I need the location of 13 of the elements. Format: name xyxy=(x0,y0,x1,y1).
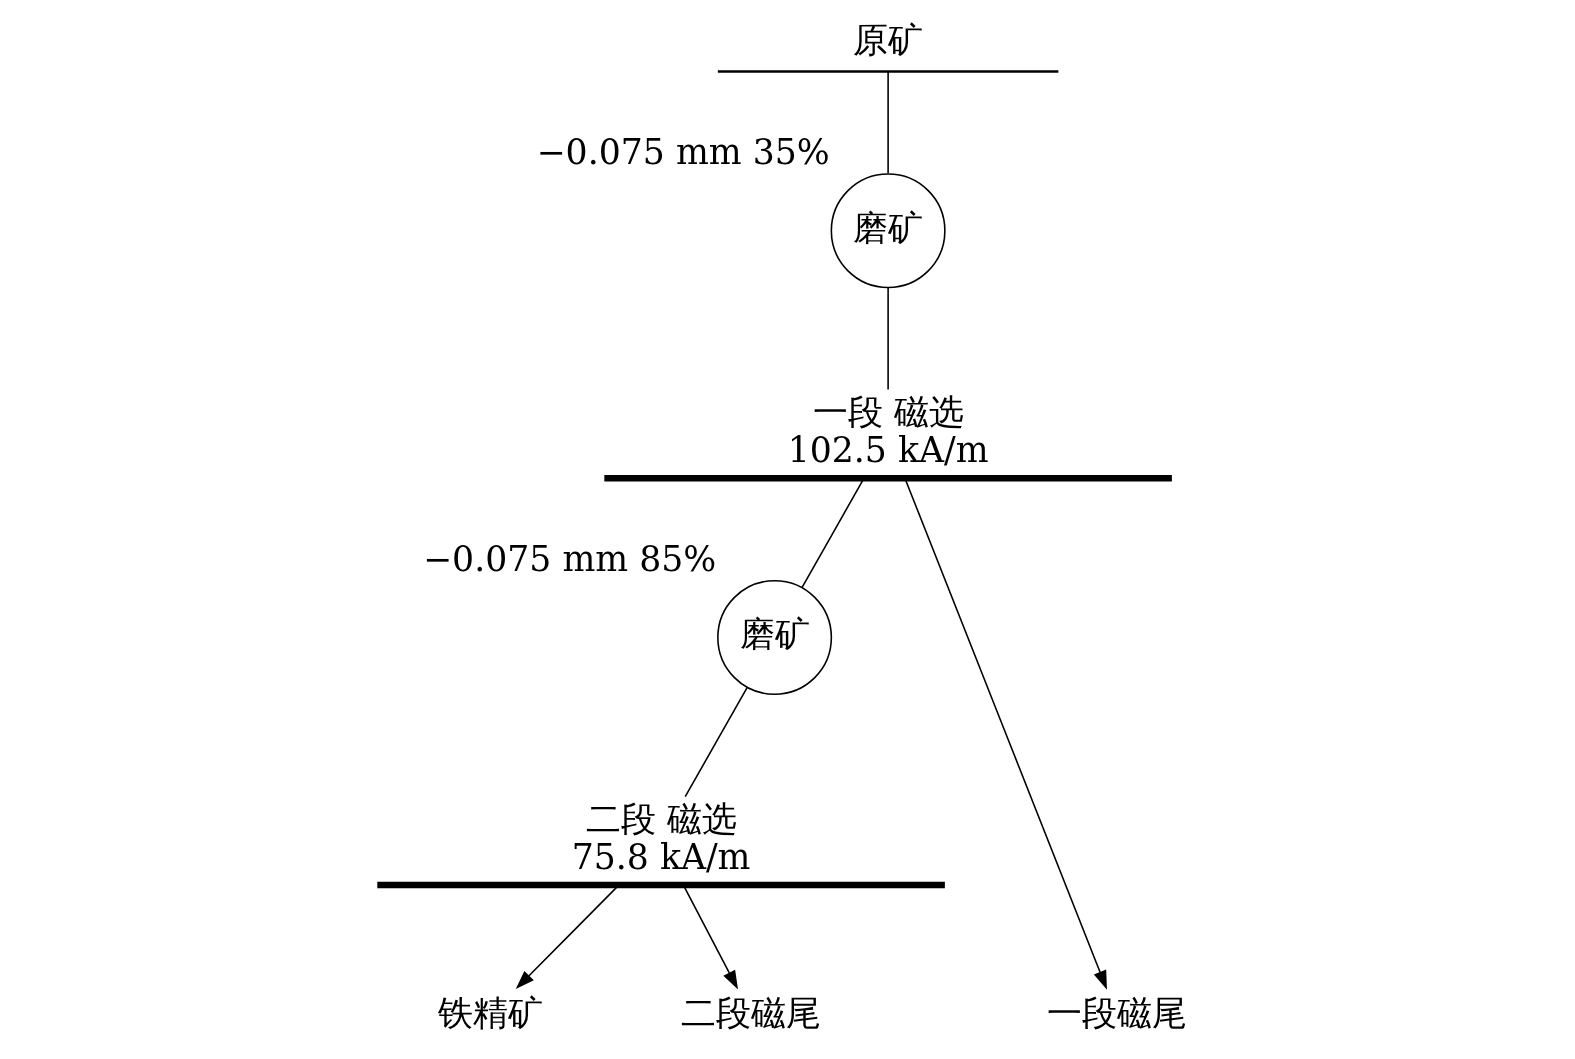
connector xyxy=(886,70,889,175)
node-text: 原矿 xyxy=(852,19,923,60)
connector xyxy=(683,686,748,798)
node-text: 二段磁尾 xyxy=(680,992,821,1033)
node-circle: 磨矿 xyxy=(716,579,832,696)
node-label: −0.075 mm 35% xyxy=(536,131,830,172)
node-text: 二段 磁选 75.8 kA/m xyxy=(571,798,750,877)
node-circle: 磨矿 xyxy=(830,173,946,289)
node-text: 铁精矿 xyxy=(437,992,543,1033)
node-label: −0.075 mm 85% xyxy=(422,538,716,579)
node-text: 一段 磁选 102.5 kA/m xyxy=(787,392,989,470)
node-text: 一段磁尾 xyxy=(1046,992,1187,1033)
connector xyxy=(886,286,889,391)
